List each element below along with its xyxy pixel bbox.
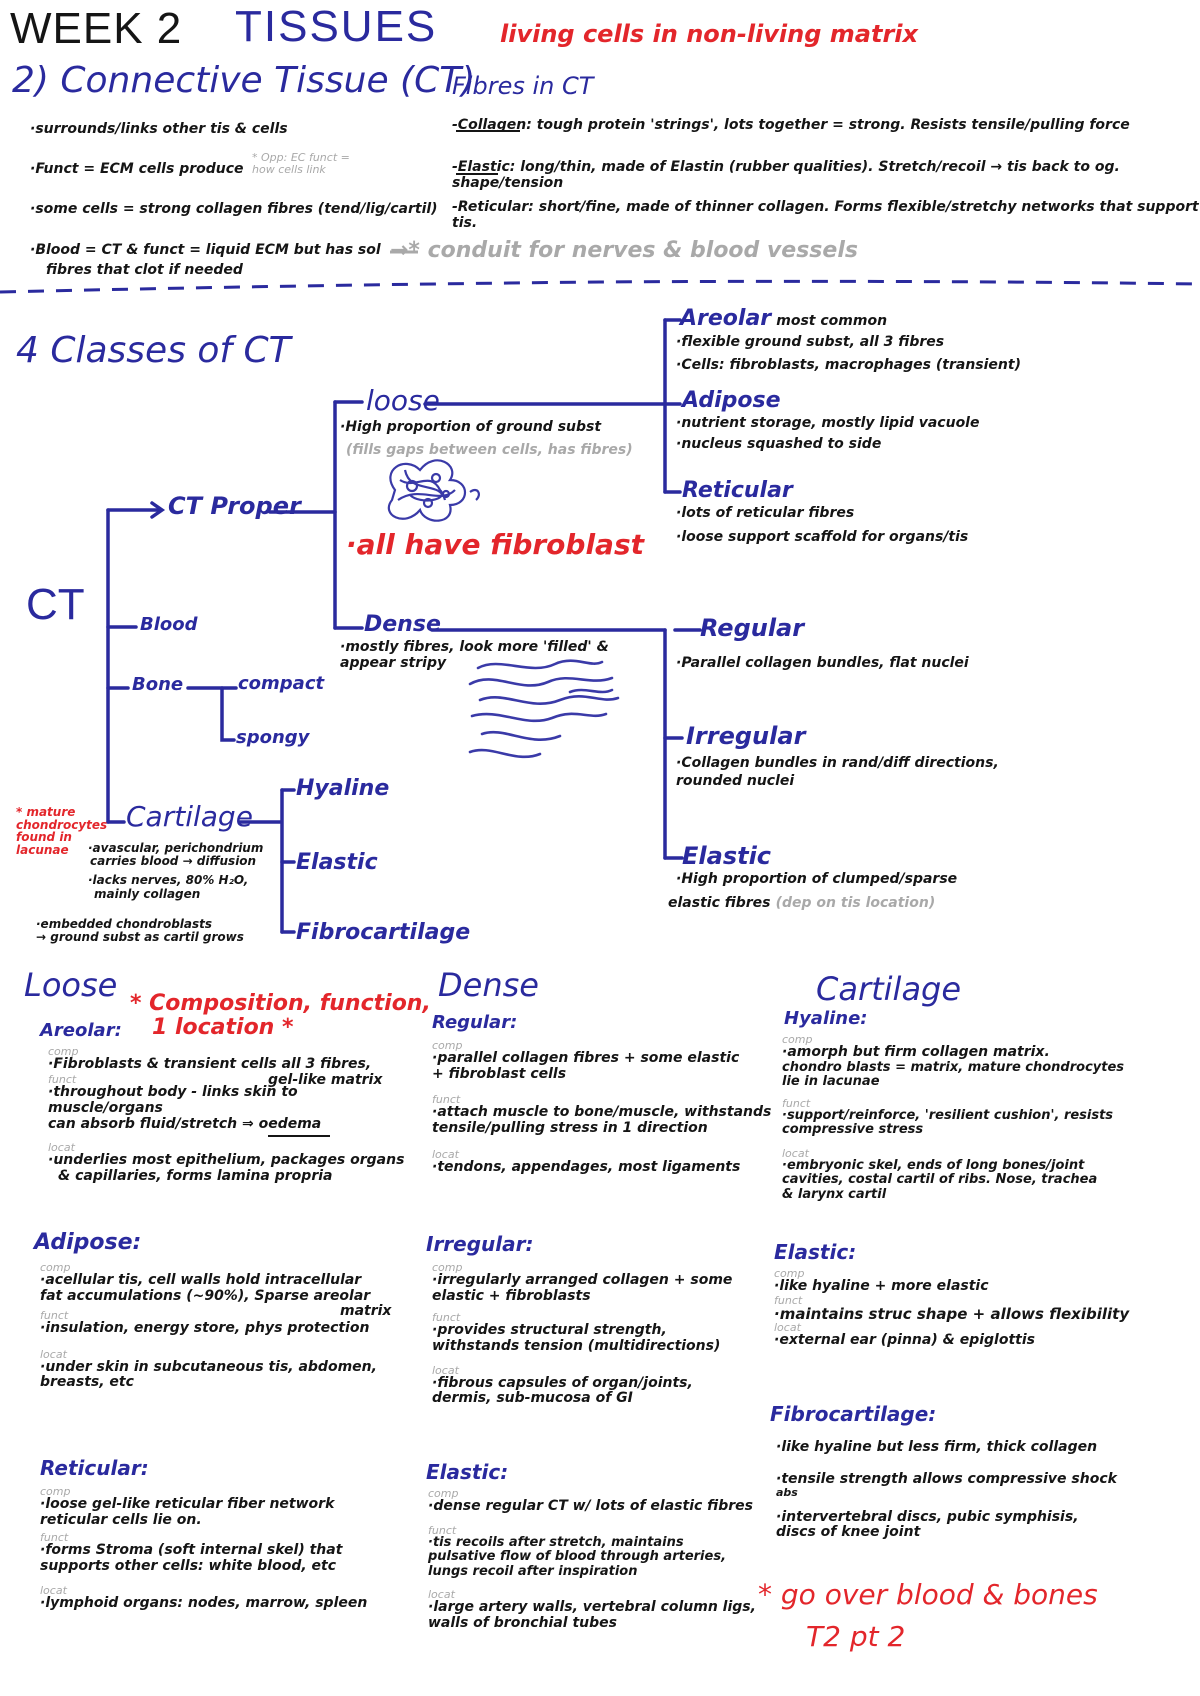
loose-note-grey: (fills gaps between cells, has fibres) bbox=[346, 442, 633, 458]
conduit-note: →* conduit for nerves & blood vessels bbox=[390, 238, 858, 263]
areolar-label: Areolar bbox=[680, 306, 772, 331]
spongy-label: spongy bbox=[236, 727, 310, 748]
fibre-elastic-text: long/thin, made of Elastin (rubber quali… bbox=[452, 159, 1120, 191]
col-fibro-block: ·like hyaline but less firm, thick colla… bbox=[776, 1439, 1117, 1541]
col-regular-block: comp ·parallel collagen fibres + some el… bbox=[432, 1039, 772, 1175]
col-elastic-cart-heading: Elastic: bbox=[774, 1240, 857, 1264]
areolar-tag: most common bbox=[776, 313, 888, 329]
week-label: WEEK 2 bbox=[10, 4, 183, 53]
cartilage-label: Cartilage bbox=[126, 800, 253, 833]
col-dense-title: Dense bbox=[438, 966, 539, 1004]
intro-point-3: ·some cells = strong collagen fibres (te… bbox=[30, 201, 438, 217]
fibre-elastic: -Elastic: long/thin, made of Elastin (ru… bbox=[452, 159, 1200, 191]
intro-point-2: ·Funct = ECM cells produce bbox=[30, 161, 244, 177]
col-areolar-block: comp ·Fibroblasts & transient cells all … bbox=[48, 1045, 405, 1185]
adipose-label: Adipose bbox=[682, 388, 781, 413]
intro-aside: * Opp: EC funct = how cells link bbox=[252, 151, 350, 176]
chondroblast-note: ·embedded chondroblasts → ground subst a… bbox=[36, 917, 244, 945]
ct-root-label: CT bbox=[26, 580, 85, 629]
col-elastic-cart-block: comp ·like hyaline + more elastic funct … bbox=[774, 1267, 1130, 1349]
fibres-title: Fibres in CT bbox=[452, 72, 594, 100]
col-hyaline-block: comp ·amorph but firm collagen matrix. c… bbox=[782, 1033, 1125, 1202]
reticular-point-1: ·lots of reticular fibres bbox=[676, 505, 855, 521]
irregular-label: Irregular bbox=[686, 722, 806, 750]
adipose-point-1: ·nutrient storage, mostly lipid vacuole bbox=[676, 415, 980, 431]
fibroblast-note: ·all have fibroblast bbox=[346, 528, 645, 561]
dense-label: Dense bbox=[364, 612, 441, 637]
elastic-cart-label: Elastic bbox=[296, 850, 378, 875]
reminder-note-2: T2 pt 2 bbox=[806, 1620, 906, 1653]
fibre-reticular: -Reticular: short/fine, made of thinner … bbox=[452, 199, 1199, 231]
dashed-divider bbox=[0, 279, 1200, 294]
reticular-label: Reticular bbox=[682, 478, 793, 503]
intro-point-1: ·surrounds/links other tis & cells bbox=[30, 121, 288, 137]
col-regular-heading: Regular: bbox=[432, 1012, 518, 1033]
chondrocyte-note: * mature chondrocytes found in lacunae bbox=[16, 805, 108, 857]
col-irregular-heading: Irregular: bbox=[426, 1232, 534, 1256]
col-elastic-block: comp ·dense regular CT w/ lots of elasti… bbox=[428, 1487, 756, 1631]
classes-title: 4 Classes of CT bbox=[16, 330, 291, 371]
irregular-point-1: ·Collagen bundles in rand/diff direction… bbox=[676, 755, 999, 771]
compact-label: compact bbox=[238, 673, 325, 694]
col-hyaline-heading: Hyaline: bbox=[784, 1008, 868, 1029]
loose-tissue-sketch bbox=[387, 459, 480, 522]
dense-note: ·mostly fibres, look more 'filled' & app… bbox=[340, 639, 609, 671]
topic-title: TISSUES bbox=[235, 2, 438, 51]
col-adipose-block: comp ·acellular tis, cell walls hold int… bbox=[40, 1261, 392, 1391]
elastic-dense-point-1: ·High proportion of clumped/sparse bbox=[676, 871, 958, 887]
col-elastic-heading: Elastic: bbox=[426, 1460, 509, 1484]
areolar-branch: Areolar most common bbox=[680, 306, 887, 331]
ct-tree bbox=[106, 318, 702, 934]
section-title: 2) Connective Tissue (CT) bbox=[12, 60, 476, 101]
regular-label: Regular bbox=[700, 614, 805, 642]
reticular-point-2: ·loose support scaffold for organs/tis bbox=[676, 529, 969, 545]
adipose-point-2: ·nucleus squashed to side bbox=[676, 436, 882, 452]
col-fibro-heading: Fibrocartilage: bbox=[770, 1402, 937, 1426]
irregular-point-2: rounded nuclei bbox=[676, 773, 795, 789]
blood-label: Blood bbox=[140, 614, 198, 635]
col-irregular-block: comp ·irregularly arranged collagen + so… bbox=[432, 1261, 733, 1407]
fibre-collagen: -Collagen: tough protein 'strings', lots… bbox=[452, 117, 1130, 134]
loose-note: ·High proportion of ground subst bbox=[340, 419, 602, 435]
composition-reminder: * Composition, function, 1 location * bbox=[130, 991, 431, 1041]
col-loose-title: Loose bbox=[24, 966, 118, 1004]
cartilage-notes: ·avascular, perichondrium carries blood … bbox=[88, 841, 264, 901]
col-adipose-heading: Adipose: bbox=[34, 1230, 142, 1255]
dense-tissue-sketch bbox=[468, 659, 620, 759]
elastic-dense-label: Elastic bbox=[682, 842, 772, 870]
intro-point-5: fibres that clot if needed bbox=[46, 262, 243, 278]
topic-tagline: living cells in non-living matrix bbox=[500, 20, 918, 48]
bone-label: Bone bbox=[132, 674, 184, 695]
fibre-elastic-label: -Elastic: bbox=[452, 159, 516, 175]
reminder-note: * go over blood & bones bbox=[758, 1578, 1098, 1611]
elastic-dense-point-2: elastic fibres (dep on tis location) bbox=[668, 895, 936, 911]
areolar-point-1: ·flexible ground subst, all 3 fibres bbox=[676, 334, 945, 350]
ct-proper-label: CT Proper bbox=[168, 492, 301, 520]
col-reticular-heading: Reticular: bbox=[40, 1456, 149, 1480]
fibre-collagen-text: tough protein 'strings', lots together =… bbox=[536, 117, 1130, 133]
loose-label: loose bbox=[366, 384, 440, 417]
col-reticular-block: comp ·loose gel-like reticular fiber net… bbox=[40, 1485, 368, 1611]
fibre-collagen-label: -Collagen: bbox=[452, 117, 532, 133]
col-areolar-heading: Areolar: bbox=[40, 1020, 122, 1041]
fibrocartilage-label: Fibrocartilage bbox=[296, 920, 471, 945]
regular-point-1: ·Parallel collagen bundles, flat nuclei bbox=[676, 655, 969, 671]
areolar-point-2: ·Cells: fibroblasts, macrophages (transi… bbox=[676, 357, 1021, 373]
col-cartilage-title: Cartilage bbox=[816, 970, 962, 1008]
intro-point-4: ·Blood = CT & funct = liquid ECM but has… bbox=[30, 242, 381, 258]
hyaline-label: Hyaline bbox=[296, 776, 390, 801]
